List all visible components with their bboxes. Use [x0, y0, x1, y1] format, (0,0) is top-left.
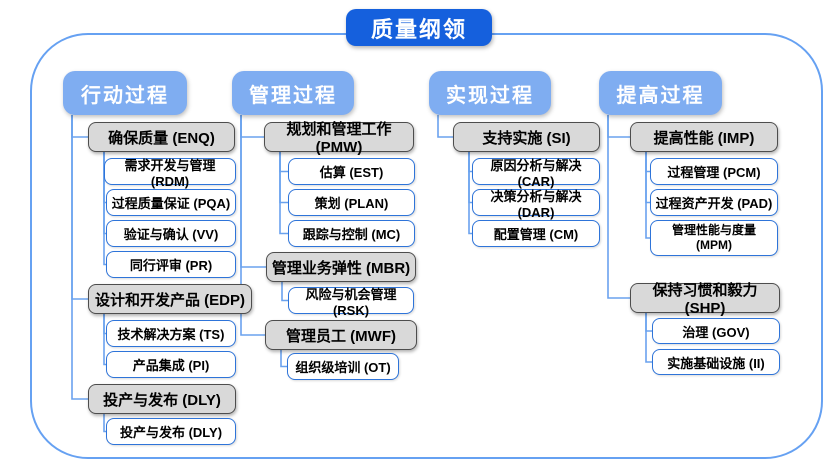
group-node-enq: 确保质量 (ENQ): [88, 122, 235, 152]
group-node-mbr: 管理业务弹性 (MBR): [266, 252, 416, 282]
node-gov: 治理 (GOV): [652, 318, 780, 344]
node-car: 原因分析与解决 (CAR): [472, 158, 600, 189]
header-improvement-process: 提高过程: [599, 71, 722, 115]
node-rsk: 风险与机会管理 (RSK): [288, 287, 414, 318]
group-node-si: 支持实施 (SI): [453, 122, 600, 152]
node-est: 估算 (EST): [288, 158, 415, 185]
group-node-shp: 保持习惯和毅力 (SHP): [630, 282, 780, 317]
node-pi: 产品集成 (PI): [106, 351, 236, 378]
node-mc: 跟踪与控制 (MC): [288, 220, 415, 247]
node-pad: 过程资产开发 (PAD): [650, 189, 778, 216]
node-dar: 决策分析与解决 (DAR): [472, 189, 600, 220]
header-management-process: 管理过程: [232, 71, 354, 115]
group-node-dly: 投产与发布 (DLY): [88, 384, 236, 414]
node-pcm: 过程管理 (PCM): [650, 158, 778, 185]
node-plan: 策划 (PLAN): [288, 189, 415, 216]
node-ii: 实施基础设施 (II): [652, 349, 780, 375]
group-node-mwf: 管理员工 (MWF): [265, 320, 417, 350]
node-dly-child: 投产与发布 (DLY): [106, 418, 236, 445]
group-node-pmw: 规划和管理工作 (PMW): [264, 121, 414, 156]
node-mpm: 管理性能与度量 (MPM): [650, 220, 778, 256]
header-realization-process: 实现过程: [429, 71, 551, 115]
node-pqa: 过程质量保证 (PQA): [106, 189, 236, 216]
node-cm: 配置管理 (CM): [472, 220, 600, 247]
node-ot: 组织级培训 (OT): [287, 353, 399, 380]
header-action-process: 行动过程: [63, 71, 187, 115]
node-rdm: 需求开发与管理 (RDM): [104, 158, 236, 189]
node-vv: 验证与确认 (VV): [106, 220, 236, 247]
group-node-imp: 提高性能 (IMP): [630, 122, 778, 152]
group-node-edp: 设计和开发产品 (EDP): [88, 284, 252, 314]
node-ts: 技术解决方案 (TS): [106, 320, 236, 347]
node-pr: 同行评审 (PR): [106, 251, 236, 278]
diagram-title: 质量纲领: [346, 9, 492, 46]
